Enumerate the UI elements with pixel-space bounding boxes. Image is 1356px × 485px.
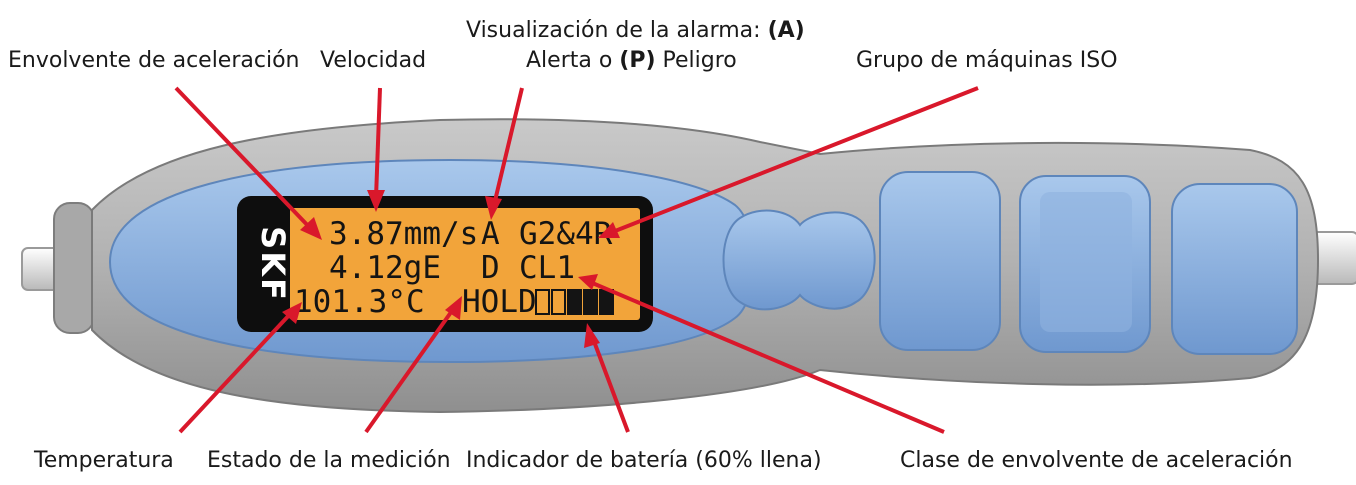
label-alarm-alert-text: Alerta o [526,48,620,73]
brand-logo: SKF [254,226,292,302]
label-velocity: Velocidad [320,48,427,73]
lcd-acceleration-envelope: 4.12gE [329,250,441,286]
arrow-acceleration-envelope [174,86,316,234]
arrowhead-envelope-class [578,274,598,290]
label-measurement-state: Estado de la medición [207,448,451,473]
grip-pad [1171,183,1298,355]
lcd-velocity: 3.87mm/s [329,216,478,252]
lcd-alarm-flag: A [481,216,500,252]
label-temperature: Temperatura [34,448,174,473]
arrow-measurement-state [364,306,456,434]
arrowhead-temperature [282,302,302,324]
label-envelope-class: Clase de envolvente de aceleración [900,448,1293,473]
lcd-envelope-class: CL1 [519,250,575,286]
label-alarm-display: Visualización de la alarma: (A) [466,20,805,42]
battery-segment-filled [599,289,614,315]
arrowhead-velocity [367,190,385,212]
arrow-temperature [178,310,294,434]
label-alarm-p: (P) [619,48,656,73]
grip-groove [1040,192,1132,332]
label-alarm-danger-text: Peligro [655,48,737,73]
label-alarm-display-prefix: Visualización de la alarma: [466,18,768,43]
battery-segment-filled [583,289,598,315]
label-acceleration-envelope: Envolvente de aceleración [8,48,300,73]
lcd-measurement-state: HOLD [462,284,537,320]
battery-segment-empty [535,289,550,315]
label-alarm-alert: Alerta o (P) Peligro [526,50,737,72]
arrowhead-iso-group [598,222,620,238]
battery-segment-filled [567,289,582,315]
label-alarm-a: (A) [767,18,805,43]
arrowhead-battery [584,323,600,348]
callout-arrows [174,86,979,434]
arrowhead-measurement-state [445,296,462,320]
grip-pad [879,171,1001,351]
arrow-battery [590,335,630,433]
label-battery: Indicador de batería (60% llena) [466,448,822,473]
arrow-iso-group [609,86,979,235]
battery-segment-empty [551,289,566,315]
arrow-envelope-class [589,280,945,434]
lcd-temperature: 101.3°C [294,284,425,320]
arrowhead-acceleration-envelope [300,217,322,240]
lcd-iso-group: G2&4R [519,216,613,252]
left-end-cap [53,202,95,334]
arrowhead-alarm [485,196,502,220]
label-iso-group: Grupo de máquinas ISO [856,48,1118,73]
control-button [722,209,876,311]
lcd-acceleration-flag: D [481,250,500,286]
battery-indicator [535,289,614,315]
arrow-alarm [492,87,524,206]
arrow-velocity [374,87,382,199]
